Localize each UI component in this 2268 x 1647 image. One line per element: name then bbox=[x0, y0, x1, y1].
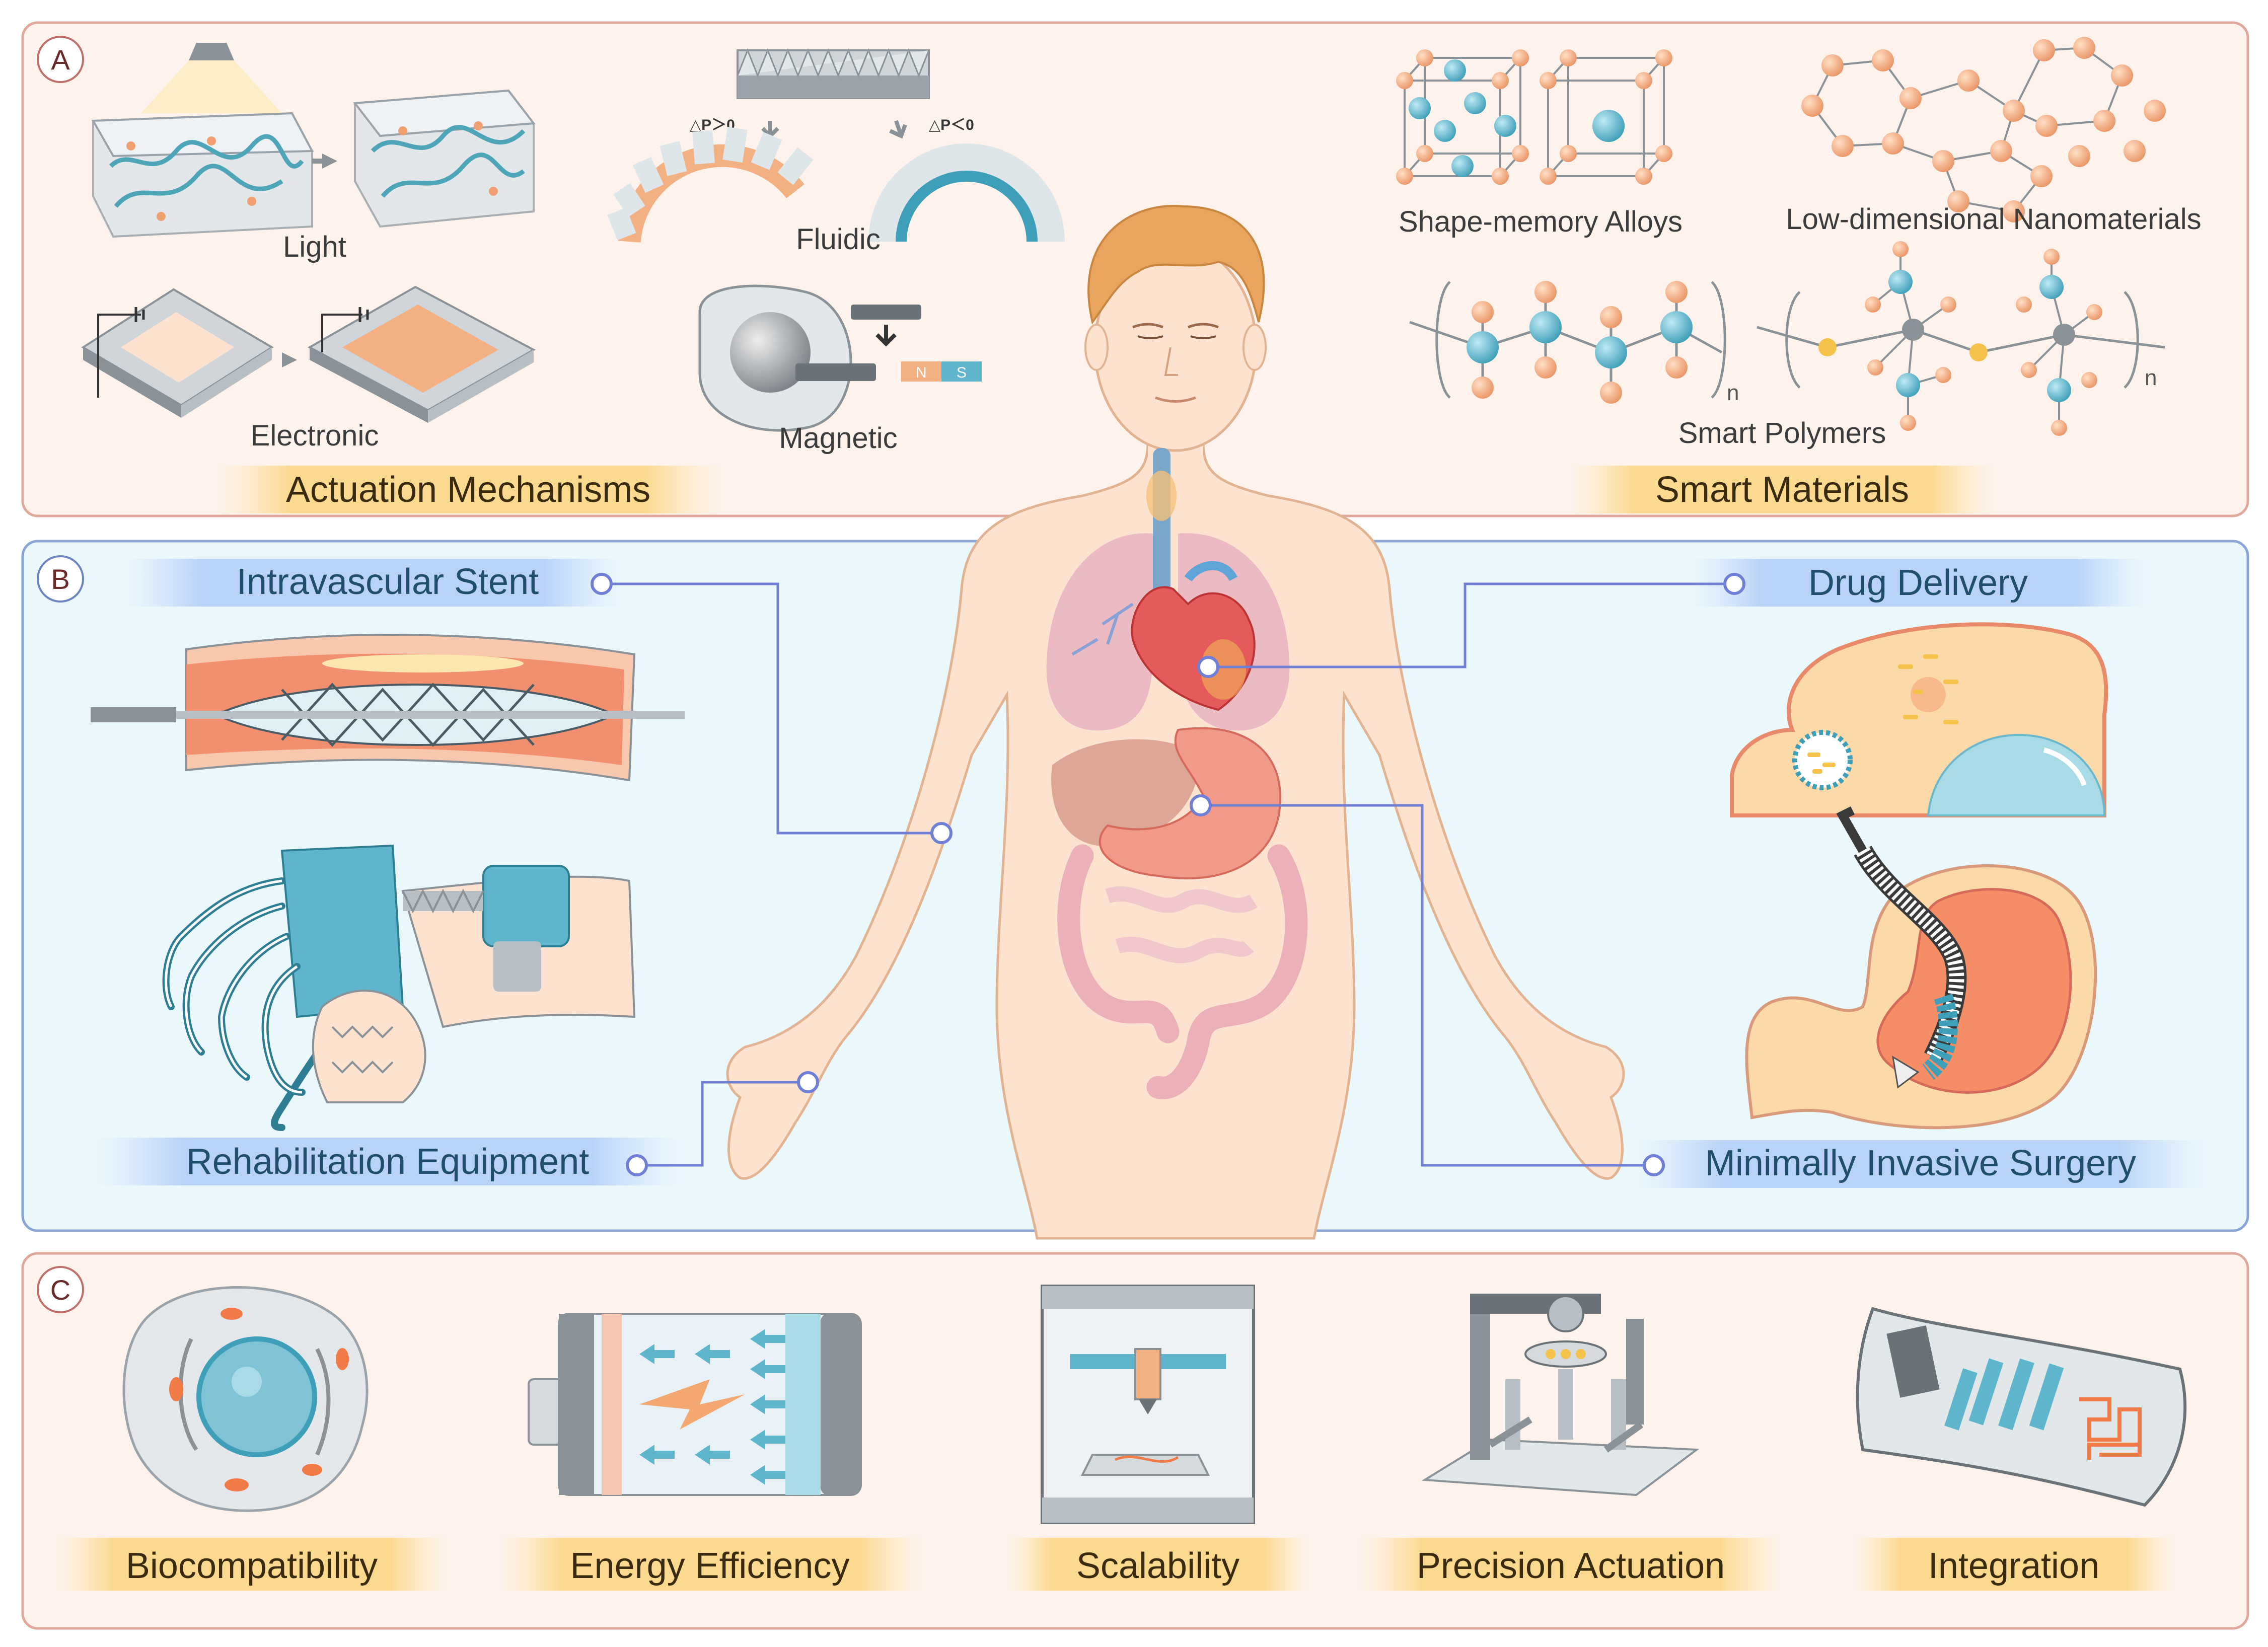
sma-label: Shape-memory Alloys bbox=[1399, 205, 1682, 238]
light-label: Light bbox=[283, 231, 346, 263]
panel-b-letter: B bbox=[37, 555, 84, 603]
materials-title-band bbox=[1571, 466, 1994, 513]
surgery-title-band bbox=[1636, 1140, 2205, 1188]
precision-label: Precision Actuation bbox=[1417, 1546, 1725, 1586]
rehab-title-band bbox=[96, 1138, 680, 1185]
svg-text:△P＜0: △P＜0 bbox=[929, 117, 974, 133]
fluidic-actuation-illustration: △P＞0 △P＜0 bbox=[607, 48, 1065, 243]
flexible-circuit-icon bbox=[1856, 1307, 2187, 1507]
human-body-illustration bbox=[726, 205, 1625, 1240]
precision-band bbox=[1359, 1538, 1782, 1591]
nanomaterial-illustration bbox=[1801, 37, 2166, 222]
svg-text:C: C bbox=[50, 1274, 70, 1306]
shape-memory-alloy-illustration bbox=[1396, 49, 1672, 185]
svg-text:n: n bbox=[2145, 365, 2157, 390]
biocompat-band bbox=[55, 1538, 448, 1591]
magnetic-actuation-illustration: N S bbox=[698, 284, 982, 432]
actuation-title-band bbox=[216, 466, 720, 513]
energy-label: Energy Efficiency bbox=[570, 1546, 850, 1586]
svg-text:n: n bbox=[1727, 381, 1739, 405]
surgical-robot-icon bbox=[1421, 1294, 1700, 1496]
connector-nodes bbox=[591, 573, 1745, 1176]
scalability-band bbox=[1007, 1538, 1309, 1591]
energy-band bbox=[498, 1538, 921, 1591]
svg-text:N: N bbox=[916, 364, 927, 381]
smart-polymer-illustration: n n bbox=[1409, 241, 2165, 436]
integration-band bbox=[1853, 1538, 2175, 1591]
magnetic-label: Magnetic bbox=[779, 422, 897, 455]
stent-title: Intravascular Stent bbox=[237, 562, 539, 602]
panel-c-letter: C bbox=[37, 1266, 84, 1313]
nano-label: Low-dimensional Nanomaterials bbox=[1786, 203, 2201, 236]
drug-title-band bbox=[1692, 559, 2145, 607]
materials-title: Smart Materials bbox=[1655, 470, 1909, 510]
svg-text:S: S bbox=[957, 364, 967, 381]
svg-text:A: A bbox=[51, 44, 70, 76]
stent-title-band bbox=[126, 559, 619, 607]
rehab-title: Rehabilitation Equipment bbox=[186, 1142, 590, 1182]
fluidic-label: Fluidic bbox=[796, 223, 881, 256]
surgery-illustration bbox=[1745, 806, 2097, 1130]
connector-lines bbox=[602, 582, 1734, 1167]
drug-delivery-illustration bbox=[1730, 622, 2108, 817]
light-actuation-illustration bbox=[91, 43, 536, 238]
biocompat-label: Biocompatibility bbox=[126, 1546, 378, 1586]
3d-printer-icon bbox=[1041, 1285, 1255, 1524]
surgery-title: Minimally Invasive Surgery bbox=[1705, 1143, 2136, 1183]
svg-text:B: B bbox=[51, 563, 69, 595]
electronic-label: Electronic bbox=[251, 419, 379, 452]
panel-a-letter: A bbox=[37, 36, 84, 83]
battery-icon bbox=[528, 1313, 862, 1496]
rehabilitation-glove-illustration bbox=[162, 844, 636, 1131]
scalability-label: Scalability bbox=[1076, 1546, 1239, 1586]
cell-icon bbox=[122, 1286, 369, 1512]
actuation-title: Actuation Mechanisms bbox=[286, 470, 650, 510]
electronic-actuation-illustration bbox=[81, 285, 536, 423]
polymers-label: Smart Polymers bbox=[1678, 417, 1886, 450]
drug-title: Drug Delivery bbox=[1808, 563, 2028, 603]
stent-illustration bbox=[91, 634, 685, 782]
integration-label: Integration bbox=[1928, 1546, 2099, 1586]
